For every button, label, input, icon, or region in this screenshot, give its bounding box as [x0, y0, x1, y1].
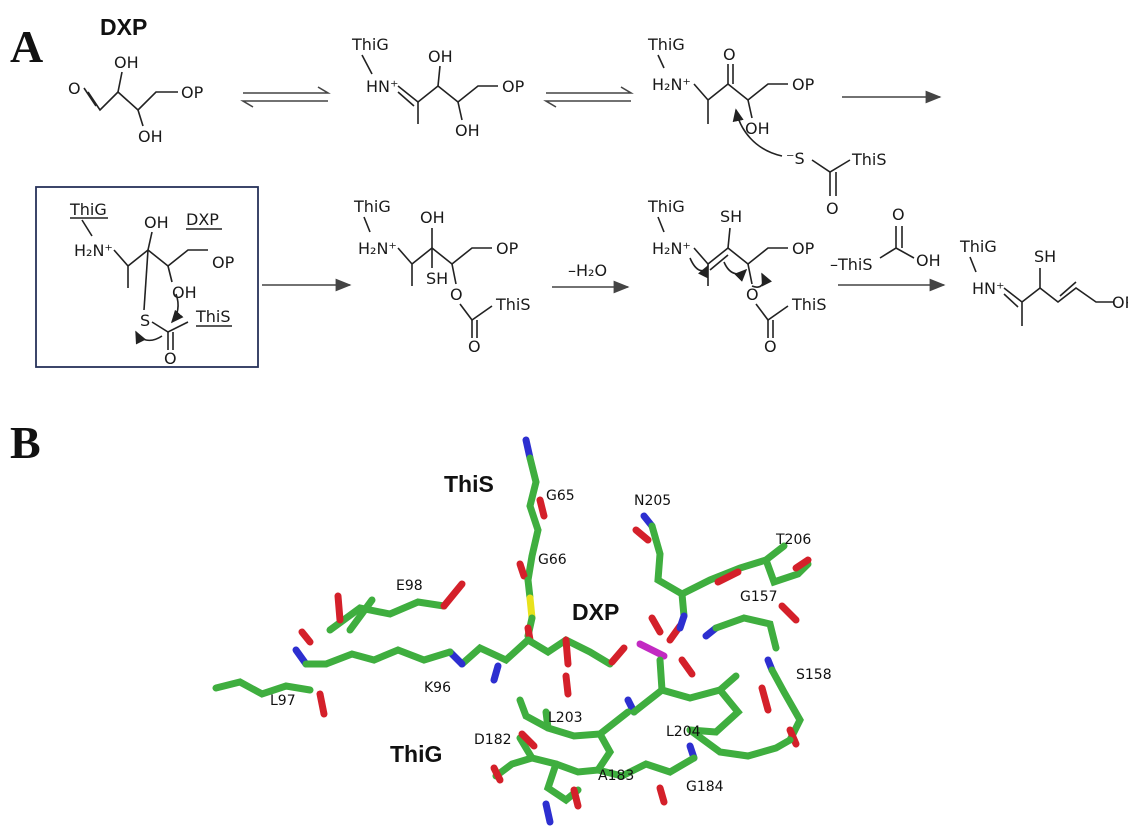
h2n-plus-6: H₂N⁺	[652, 239, 691, 258]
residue-label: K96	[424, 680, 451, 696]
residue-label: A183	[598, 768, 634, 784]
oh-3: OH	[745, 119, 770, 138]
sh-6: SH	[720, 207, 742, 226]
highlight-box	[35, 186, 259, 368]
residue-label: D182	[474, 732, 512, 748]
panel-a-label: A	[10, 21, 43, 72]
this-label-3: ThiS	[851, 150, 887, 169]
residue-label: G157	[740, 589, 778, 605]
thiazole-precursor-product: ThiG HN⁺ SH OP	[959, 237, 1128, 326]
oh-top: OH	[114, 53, 139, 72]
release-oh: OH	[916, 251, 941, 270]
equilibrium-arrow-1	[240, 86, 331, 108]
thig-molecule-label: ThiG	[390, 741, 442, 767]
op-label-5: OP	[496, 239, 519, 258]
residue-label: L203	[548, 710, 583, 726]
box-thioester-o: O	[164, 349, 177, 368]
thig-label-7: ThiG	[959, 237, 997, 256]
residue-label: G184	[686, 779, 724, 795]
thig-label-3: ThiG	[647, 35, 685, 54]
ketone-o: O	[68, 79, 81, 98]
this-molecule-label: ThiS	[444, 471, 494, 497]
ester-carbonyl-o-5: O	[468, 337, 481, 356]
thig-label: ThiG	[351, 35, 389, 54]
residue-label: S158	[796, 667, 832, 683]
dxp-title: DXP	[100, 14, 147, 40]
h2n-plus-3: H₂N⁺	[652, 75, 691, 94]
op-label: OP	[181, 83, 204, 102]
thiol-ester-intermediate: ThiG H₂N⁺ OH SH OP O O ThiS	[353, 197, 531, 356]
ester-o-6: O	[746, 285, 759, 304]
imine-intermediate: ThiG HN⁺ OH OH OP	[351, 35, 525, 140]
box-thig: ThiG	[69, 200, 107, 219]
op-label-7-partial: OP	[1112, 293, 1128, 312]
box-op: OP	[212, 253, 235, 272]
equilibrium-arrow-2	[543, 86, 634, 108]
boxed-tetrahedral-intermediate: ThiG H₂N⁺ OH DXP OP OH S O ThiS	[35, 186, 259, 368]
op-label-2: OP	[502, 77, 525, 96]
residue-label: E98	[396, 578, 423, 594]
residue-label: G66	[538, 552, 567, 568]
oh-bottom-2: OH	[455, 121, 480, 140]
panel-b-label: B	[10, 417, 41, 468]
this-label-5: ThiS	[495, 295, 531, 314]
ester-o-5: O	[450, 285, 463, 304]
minus-this: –ThiS	[830, 255, 873, 274]
thioester-o-3: O	[826, 199, 839, 218]
residue-labels: G65 N205 T206 G66 E98 G157 S158 K96 L97 …	[270, 488, 832, 795]
box-s: S	[140, 311, 150, 330]
ketone-o-3: O	[723, 45, 736, 64]
this-label-6: ThiS	[791, 295, 827, 314]
h2n-plus-5: H₂N⁺	[358, 239, 397, 258]
residue-label: N205	[634, 493, 671, 509]
op-label-3: OP	[792, 75, 815, 94]
box-oh: OH	[144, 213, 169, 232]
residue-label: T206	[775, 532, 811, 548]
hn-plus: HN⁺	[366, 77, 398, 96]
residue-label: G65	[546, 488, 575, 504]
dehydration-arrow: –H₂O	[552, 261, 630, 294]
hn-plus-7: HN⁺	[972, 279, 1004, 298]
enethiol-intermediate: ThiG H₂N⁺ SH OP O O ThiS	[647, 197, 827, 356]
thiolate-s: ⁻S	[786, 149, 805, 168]
box-this: ThiS	[195, 307, 231, 326]
box-oh-2: OH	[172, 283, 197, 302]
dxp-molecule-label: DXP	[572, 599, 619, 625]
amine-ketone-intermediate: ThiG H₂N⁺ O OH OP ⁻S ThiS O	[647, 35, 887, 218]
minus-h2o: –H₂O	[568, 261, 607, 280]
oh-top-2: OH	[428, 47, 453, 66]
ester-carbonyl-o-6: O	[764, 337, 777, 356]
thig-label-5: ThiG	[353, 197, 391, 216]
stick-model	[212, 436, 812, 826]
box-h2n-plus: H₂N⁺	[74, 241, 113, 260]
oh-5: OH	[420, 208, 445, 227]
thig-label-6: ThiG	[647, 197, 685, 216]
oh-bottom: OH	[138, 127, 163, 146]
thiocarboxylate-release-arrow: –ThiS O OH	[830, 205, 946, 292]
release-o: O	[892, 205, 905, 224]
dxp-molecule: DXP O OH OH OP	[68, 14, 204, 146]
residue-label: L204	[666, 724, 701, 740]
sh-5: SH	[426, 269, 448, 288]
op-label-6: OP	[792, 239, 815, 258]
box-dxp: DXP	[186, 210, 219, 229]
sh-7: SH	[1034, 247, 1056, 266]
residue-label: L97	[270, 693, 296, 709]
